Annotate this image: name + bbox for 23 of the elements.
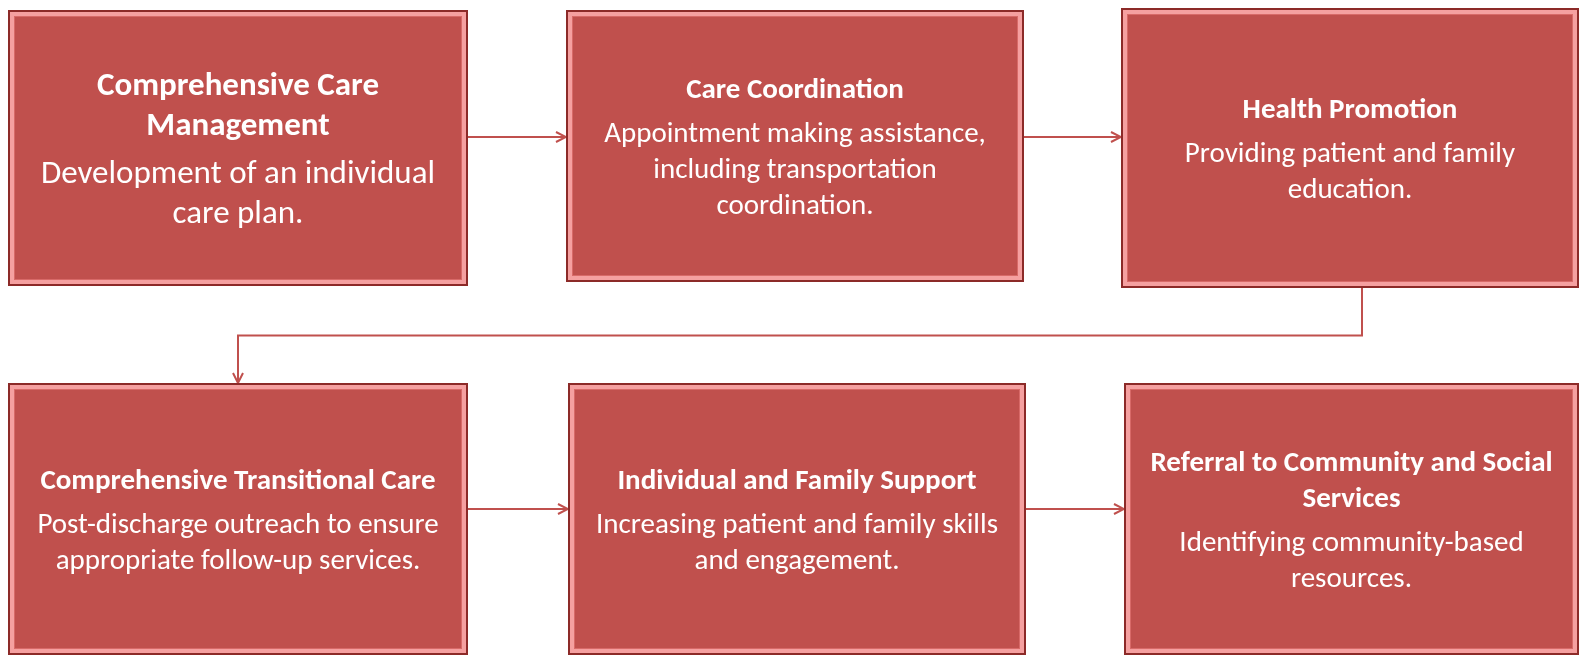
arrow [1025, 503, 1125, 515]
box-heading: Comprehensive Transitional Care [40, 461, 436, 497]
box-description: Appointment making assistance, including transportation coordination. [603, 114, 987, 222]
box-heading: Comprehensive Care Management [95, 64, 381, 144]
arrow [467, 131, 567, 143]
arrow [232, 287, 1363, 384]
arrow [467, 503, 569, 515]
box-description: Providing patient and family education. [1183, 134, 1517, 206]
box-description: Post-discharge outreach to ensure appropriate follow-up services. [36, 505, 440, 577]
process-box [8, 383, 468, 655]
box-heading: Individual and Family Support [617, 461, 977, 497]
box-description: Increasing patient and family skills and engagement. [594, 505, 1000, 577]
process-box [568, 383, 1026, 655]
box-heading: Care Coordination [686, 70, 904, 106]
arrow [1023, 131, 1122, 143]
process-box [1124, 383, 1579, 655]
box-heading: Health Promotion [1242, 90, 1458, 126]
box-description: Development of an individual care plan. [39, 152, 437, 232]
process-box [8, 10, 468, 286]
box-description: Identifying community-based resources. [1178, 523, 1525, 595]
process-box [566, 10, 1024, 282]
box-heading: Referral to Community and Social Services [1149, 443, 1554, 515]
process-box [1121, 8, 1579, 288]
